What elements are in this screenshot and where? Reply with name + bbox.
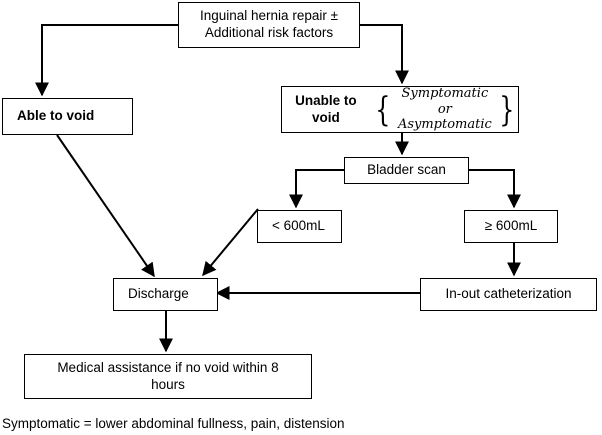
arrow-top-to-unable — [360, 24, 409, 85]
bladder-scan-label: Bladder scan — [367, 162, 446, 178]
hernia-repair-line1: Inguinal hernia repair ± — [200, 8, 338, 24]
unable-option-asymptomatic: Asymptomatic — [397, 117, 492, 133]
arrow-bladder-to-less — [289, 169, 344, 209]
hernia-repair-line2: Additional risk factors — [204, 25, 334, 40]
node-greater-equal-600: ≥ 600mL — [464, 210, 558, 243]
unable-option-symptomatic: Symptomatic or — [401, 86, 489, 117]
discharge-label: Discharge — [128, 286, 189, 302]
arrow-bladder-to-greater — [469, 169, 521, 209]
node-able-to-void: Able to void — [2, 98, 133, 135]
catheterization-label: In-out catheterization — [445, 286, 572, 302]
node-hernia-repair: Inguinal hernia repair ± Additional risk… — [178, 2, 360, 48]
node-unable-to-void: Unable to void { Symptomatic or Asymptom… — [281, 86, 519, 133]
node-less-than-600: < 600mL — [257, 210, 342, 243]
right-brace-icon: } — [499, 89, 515, 130]
arrow-able-to-discharge — [56, 134, 155, 278]
node-medical-assistance: Medical assistance if no void within 8 h… — [24, 354, 312, 399]
arrow-less-to-discharge — [202, 208, 259, 277]
node-discharge: Discharge — [113, 278, 218, 311]
left-brace-icon: { — [375, 89, 391, 130]
less-than-600-label: < 600mL — [272, 218, 325, 234]
arrow-top-to-able — [35, 24, 178, 97]
node-bladder-scan: Bladder scan — [344, 157, 469, 184]
footnote: Symptomatic = lower abdominal fullness, … — [2, 416, 345, 431]
unable-options: Symptomatic or Asymptomatic — [395, 86, 494, 133]
medical-assistance-line2: hours — [151, 376, 185, 392]
node-catheterization: In-out catheterization — [420, 278, 597, 311]
unable-to-void-label: Unable to void — [295, 92, 357, 125]
able-to-void-label: Able to void — [17, 108, 95, 124]
greater-equal-600-label: ≥ 600mL — [484, 218, 538, 234]
medical-assistance-line1: Medical assistance if no void within 8 — [57, 359, 279, 375]
